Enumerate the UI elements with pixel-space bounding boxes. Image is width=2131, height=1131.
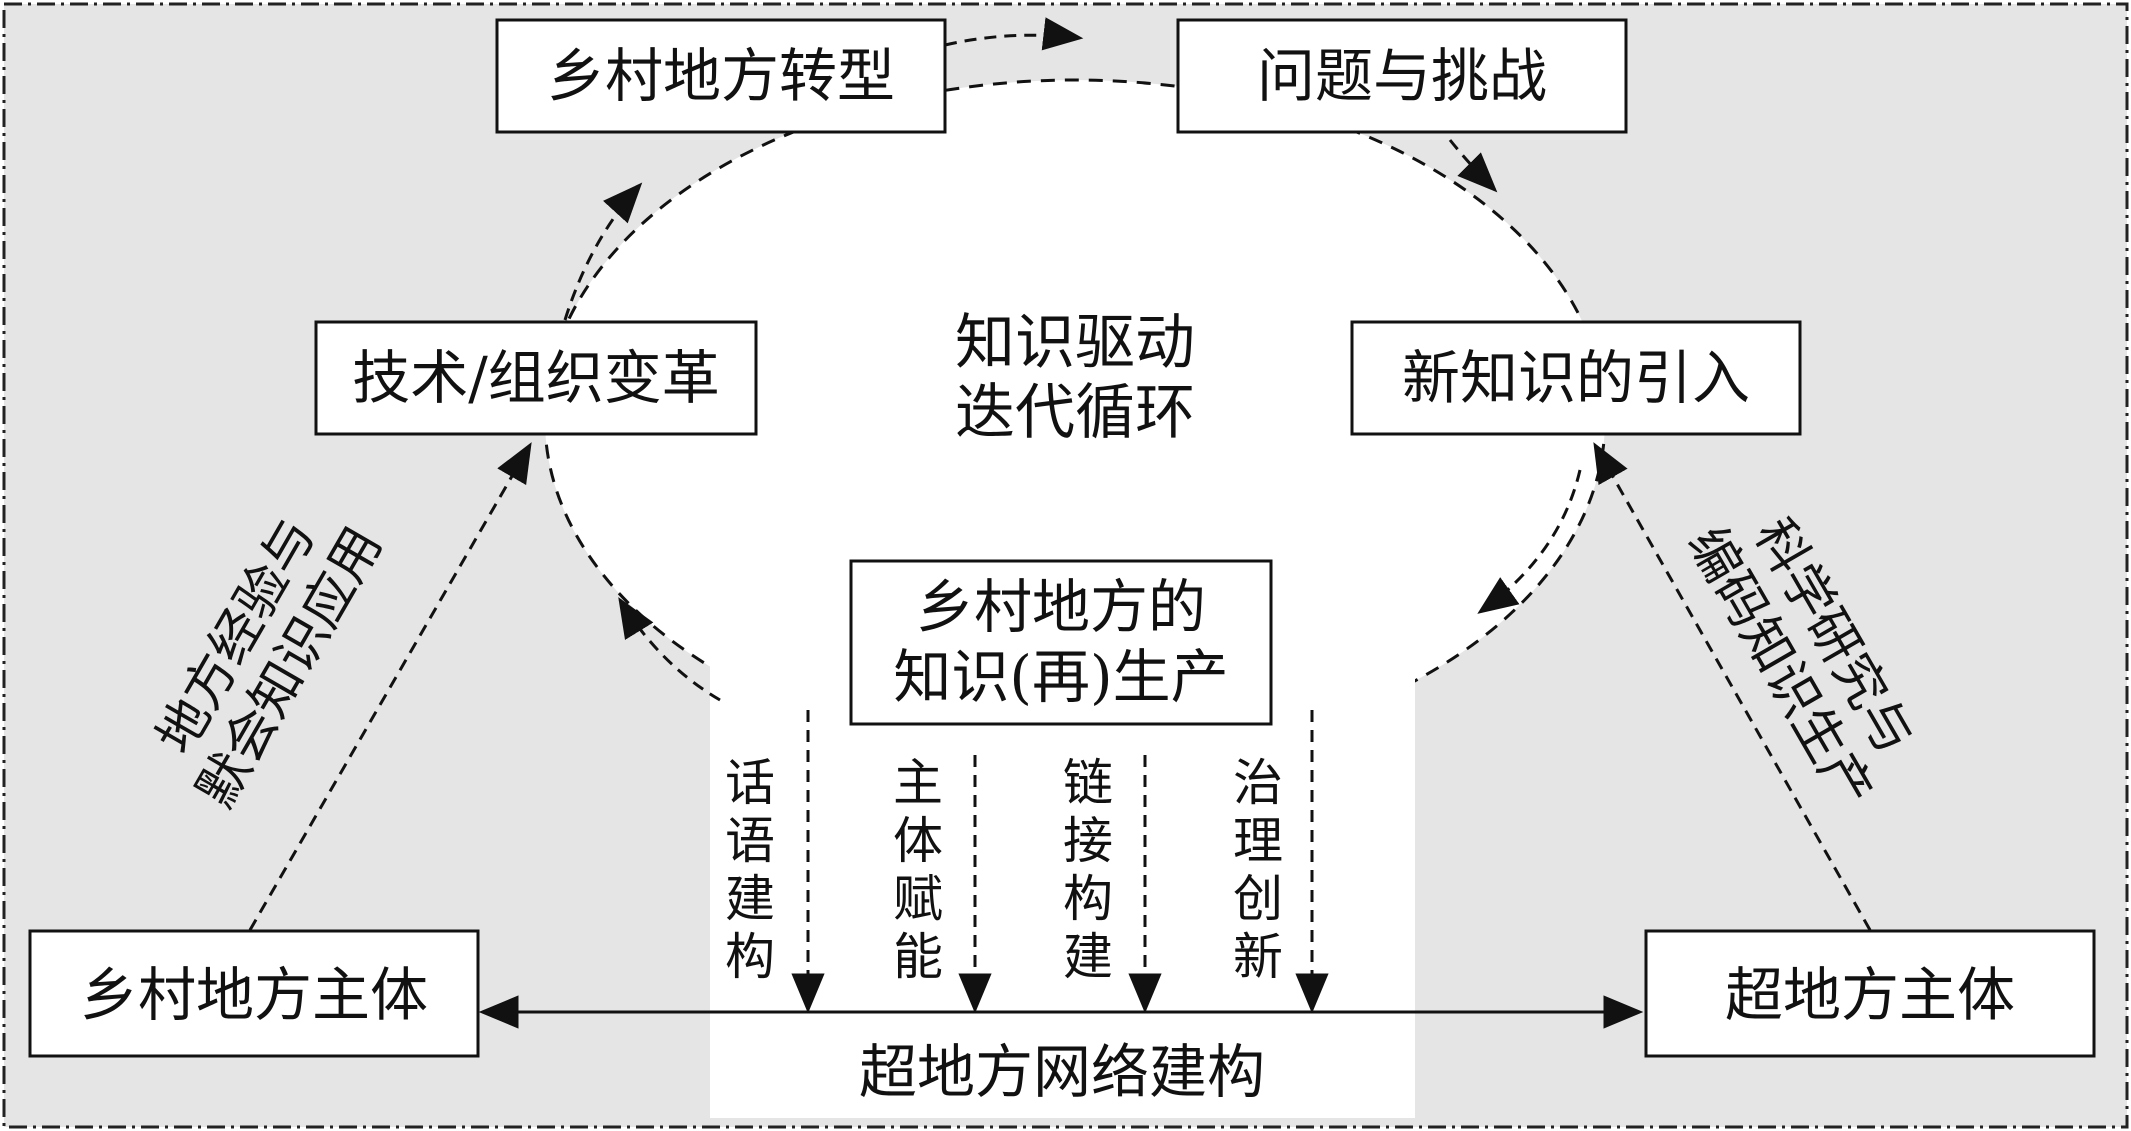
node-rural-local-actor: 乡村地方主体 (28, 929, 480, 1058)
mechanism-labels: 话语建构 主体赋能 链接构建 治理创新 (725, 754, 1283, 986)
mechanism-label-2: 主体赋能 (893, 754, 943, 986)
node-knowledge-reproduction: 乡村地方的 知识(再)生产 (849, 559, 1273, 726)
arrow-local-actor-to-tech (248, 442, 532, 931)
arrow-production-to-tech (618, 597, 721, 702)
node-trans-local-actor: 超地方主体 (1644, 929, 2096, 1058)
cycle-label-line2: 迭代循环 (955, 378, 1195, 448)
mechanism-label-1: 话语建构 (725, 754, 775, 986)
node-new-knowledge-intro: 新知识的引入 (1350, 320, 1802, 436)
node-tech-org-change-label: 技术/组织变革 (352, 344, 720, 412)
node-tech-org-change: 技术/组织变革 (314, 320, 758, 436)
node-knowledge-reproduction-line2: 知识(再)生产 (893, 643, 1228, 711)
node-knowledge-reproduction-line1: 乡村地方的 (916, 573, 1206, 641)
arrow-translocal-to-newknowledge (1593, 442, 1872, 931)
cycle-label-line1: 知识驱动 (955, 308, 1195, 378)
arrow-newknowledge-to-production (1477, 469, 1582, 614)
mechanism-label-4: 治理创新 (1233, 754, 1283, 986)
mechanism-label-3: 链接构建 (1063, 754, 1113, 986)
node-rural-transformation-label: 乡村地方转型 (547, 42, 895, 110)
node-problems-challenges-label: 问题与挑战 (1257, 42, 1547, 110)
node-new-knowledge-intro-label: 新知识的引入 (1402, 344, 1750, 412)
arrow-tech-to-transform (563, 182, 643, 321)
trans-local-network-label: 超地方网络建构 (859, 1038, 1265, 1106)
node-trans-local-actor-label: 超地方主体 (1725, 961, 2015, 1029)
node-problems-challenges: 问题与挑战 (1176, 18, 1628, 134)
arrow-problems-to-newknowledge (1448, 139, 1498, 193)
arrow-transform-to-problems (944, 17, 1084, 51)
node-rural-transformation: 乡村地方转型 (495, 18, 947, 134)
node-rural-local-actor-label: 乡村地方主体 (80, 961, 428, 1029)
